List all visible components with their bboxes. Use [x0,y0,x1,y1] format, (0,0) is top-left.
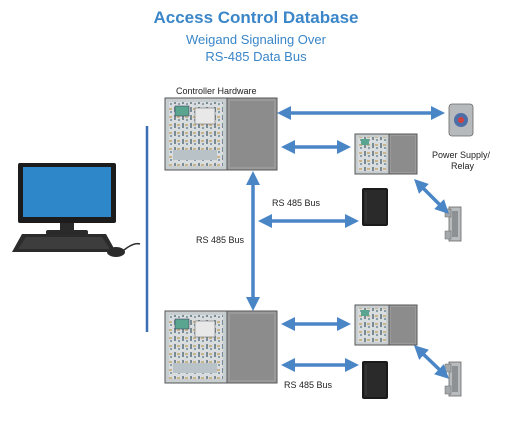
door-strike-bottom [444,361,462,397]
card-reader-bottom [361,360,389,400]
arrow-subpanel-to-strike-top [414,179,449,214]
sub-panel-bottom [354,304,418,346]
power-supply-relay-icon [448,103,474,137]
door-strike-top [444,206,462,242]
keyboard-icon [12,234,116,252]
controller-hardware-label: Controller Hardware [176,86,257,96]
diagram-title: Access Control Database [153,8,359,27]
power-supply-label-line2: Relay [451,161,475,171]
rs485-bus-label-vertical: RS 485 Bus [196,235,245,245]
diagram-subtitle-line2: RS-485 Data Bus [205,49,307,64]
computer-monitor-icon [18,163,116,235]
card-reader-top [361,187,389,227]
mouse-icon [107,242,141,257]
controller-panel-bottom [164,310,278,384]
rs485-bus-label-upper: RS 485 Bus [272,198,321,208]
sub-panel-top [354,133,418,175]
rs485-bus-label-lower: RS 485 Bus [284,380,333,390]
controller-panel-top [164,97,278,171]
arrow-subpanel-to-strike-bottom [413,345,450,379]
diagram-subtitle-line1: Weigand Signaling Over [186,32,326,47]
power-supply-label-line1: Power Supply/ [432,150,491,160]
